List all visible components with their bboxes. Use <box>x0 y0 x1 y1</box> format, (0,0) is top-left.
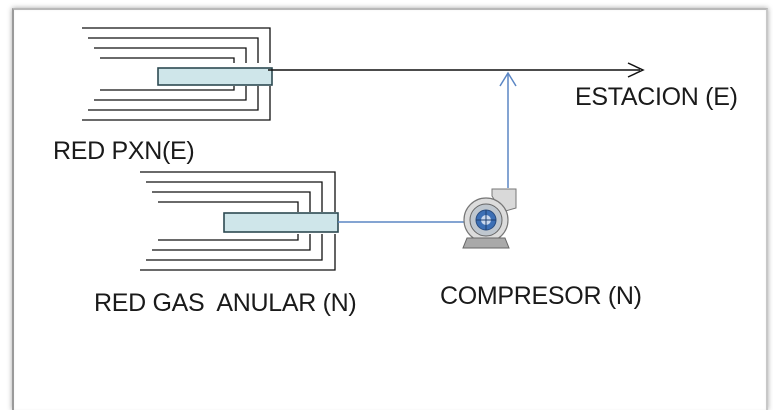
label-red-gas-anular: RED GAS ANULAR (N) <box>94 289 357 317</box>
process-diagram <box>82 27 645 271</box>
label-red-pxn: RED PXN(E) <box>53 137 195 165</box>
red-gas-anular-network <box>140 171 336 271</box>
red-gas-anular-pipe <box>223 212 339 233</box>
label-compresor: COMPRESOR (N) <box>440 282 642 310</box>
main-line-arrowhead <box>627 62 645 78</box>
red-pxn-network <box>82 27 271 121</box>
compressor-line-arrowhead <box>499 71 517 87</box>
label-estacion: ESTACION (E) <box>575 83 738 111</box>
diagram-frame <box>12 8 768 410</box>
centrifugal-compressor-icon <box>462 188 517 249</box>
red-pxn-pipe <box>157 67 273 86</box>
